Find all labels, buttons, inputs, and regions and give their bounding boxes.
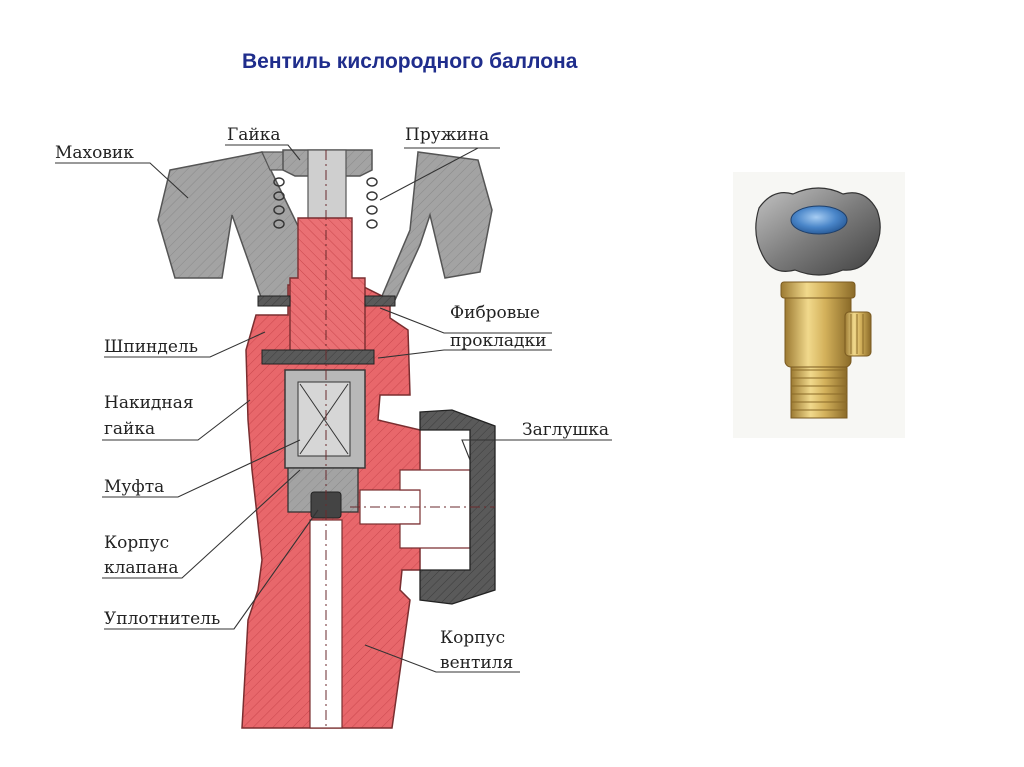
label-mufta: Муфта xyxy=(104,477,164,497)
label-korpus-klapana-1: Корпус xyxy=(104,533,169,553)
label-makhovik: Маховик xyxy=(55,143,134,163)
coupling xyxy=(284,369,366,513)
label-korpus-klapana-2: клапана xyxy=(104,558,179,578)
valve-photo-illustration xyxy=(755,187,881,419)
label-shpindel: Шпиндель xyxy=(104,337,198,357)
spring xyxy=(273,177,378,229)
label-nakidnaya-2: гайка xyxy=(104,419,155,439)
label-uplotnitel: Уплотнитель xyxy=(104,609,220,629)
spindle xyxy=(289,217,366,356)
label-zaglushka: Заглушка xyxy=(522,420,609,440)
label-nakidnaya-1: Накидная xyxy=(104,393,194,413)
label-korpus-ventilya-1: Корпус xyxy=(440,628,505,648)
label-korpus-ventilya-2: вентиля xyxy=(440,653,513,673)
page-title: Вентиль кислородного баллона xyxy=(242,50,578,73)
label-gaika: Гайка xyxy=(227,125,280,145)
outlet-plug xyxy=(419,409,496,605)
label-pruzhina: Пружина xyxy=(405,125,489,145)
fibre-gaskets xyxy=(257,295,396,365)
label-fibrovye-2: прокладки xyxy=(450,331,546,351)
valve-photo xyxy=(733,172,905,438)
label-fibrovye-1: Фибровые xyxy=(450,303,540,323)
part-labels: Маховик Гайка Пружина Фибровые прокладки… xyxy=(55,125,609,673)
top-nut xyxy=(282,149,373,223)
leader-lines xyxy=(55,144,612,673)
